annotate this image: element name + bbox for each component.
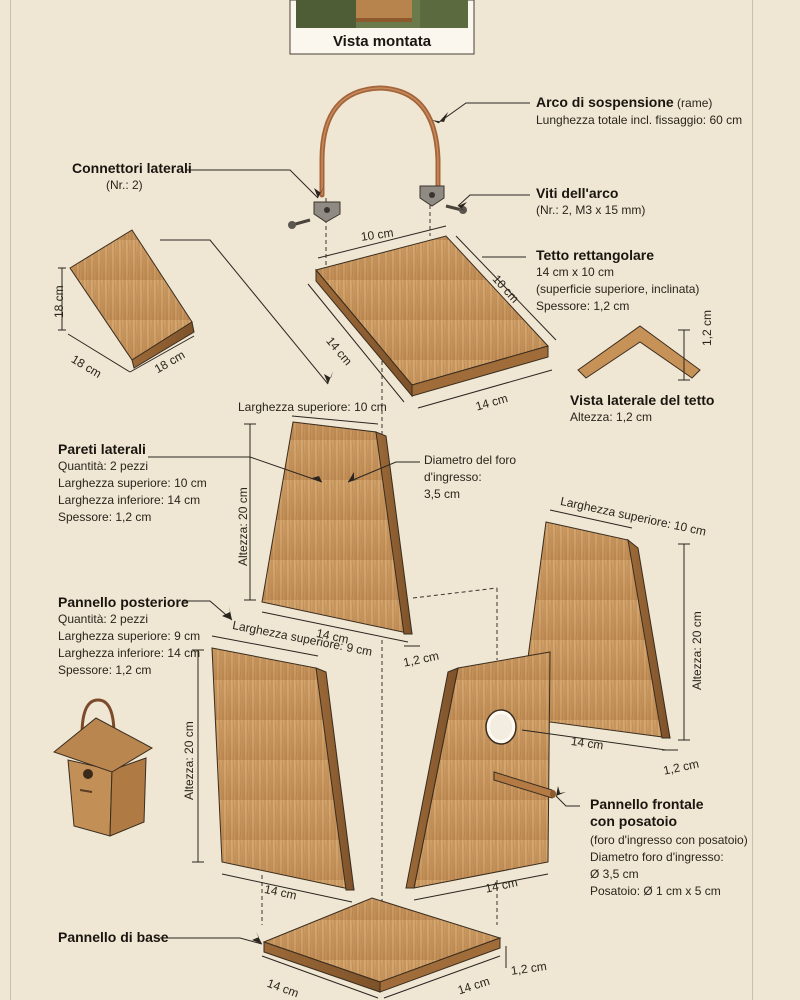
side-wall-left (261, 421, 413, 635)
arch-screw-right (445, 204, 467, 214)
side-walls-top: Larghezza superiore: 10 cm (58, 476, 207, 490)
hole-line1: Diametro del foro (424, 453, 517, 467)
side-walls-qty: Quantità: 2 pezzi (58, 459, 149, 473)
roof-surface: (superficie superiore, inclinata) (536, 282, 700, 296)
front-panel-title-2: con posatoio (590, 813, 678, 829)
side-wall-right (519, 521, 671, 739)
dim-right-wall-height: Altezza: 20 cm (690, 611, 704, 690)
dim-back-panel-height: Altezza: 20 cm (182, 721, 196, 800)
page-edge-left (10, 0, 11, 1000)
back-panel-qty: Quantità: 2 pezzi (58, 612, 149, 626)
side-walls-bottom: Larghezza inferiore: 14 cm (58, 493, 201, 507)
front-panel-perch: Posatoio: Ø 1 cm x 5 cm (590, 884, 721, 898)
base-panel (262, 897, 502, 993)
front-panel-note: (foro d'ingresso con posatoio) (590, 833, 748, 847)
dim-triangle-height: 18 cm (52, 285, 66, 318)
back-panel-callout: Pannello posteriore Quantità: 2 pezzi La… (58, 594, 200, 679)
assembled-view-caption: Vista montata (332, 33, 432, 50)
roof-side-height: Altezza: 1,2 cm (570, 410, 653, 424)
front-panel-callout: Pannello frontale con posatoio (foro d'i… (590, 796, 748, 900)
leader-lines (148, 102, 580, 945)
dim-side-wall-top: Larghezza superiore: 10 cm (238, 400, 387, 414)
dim-roof-side-height: 1,2 cm (700, 309, 714, 346)
birdhouse-thumbnail (52, 698, 154, 837)
side-walls-callout: Pareti laterali Quantità: 2 pezzi Larghe… (58, 441, 207, 526)
front-panel-hole-size: Ø 3,5 cm (590, 867, 639, 881)
roof-size: 14 cm x 10 cm (536, 265, 615, 279)
side-connector-triangle (69, 229, 195, 369)
side-connector-right (419, 185, 445, 207)
hole-line2: d'ingresso: (424, 470, 482, 484)
leader-arrowheads (222, 112, 566, 944)
roof-callout: Tetto rettangolare 14 cm x 10 cm (superf… (536, 247, 699, 315)
rectangular-roof (315, 235, 549, 398)
connectors-callout: Connettori laterali (Nr.: 2) (72, 160, 192, 194)
arch-length: Lunghezza totale incl. fissaggio: 60 cm (536, 113, 743, 127)
hole-line3: 3,5 cm (424, 487, 461, 501)
back-panel-bottom: Larghezza inferiore: 14 cm (58, 646, 201, 660)
dim-side-wall-height: Altezza: 20 cm (236, 487, 250, 566)
page-edge-right (752, 0, 753, 1000)
screws-title: Viti dell'arco (536, 185, 619, 201)
arch-callout: Arco di sospensione (rame) Lunghezza tot… (536, 94, 751, 129)
connectors-count: (Nr.: 2) (106, 178, 143, 192)
screws-spec: (Nr.: 2, M3 x 15 mm) (536, 203, 646, 217)
back-panel-top: Larghezza superiore: 9 cm (58, 629, 201, 643)
roof-side-title: Vista laterale del tetto (570, 392, 715, 408)
screws-callout: Viti dell'arco (Nr.: 2, M3 x 15 mm) (536, 185, 645, 219)
roof-side-view (577, 325, 701, 379)
arch-screw-left (288, 218, 311, 229)
hole-callout: Diametro del foro d'ingresso: 3,5 cm (424, 452, 516, 503)
front-panel-title-1: Pannello frontale (590, 796, 704, 812)
dimension-lines (58, 225, 690, 999)
perch-dowel (493, 771, 553, 799)
back-panel-thickness: Spessore: 1,2 cm (58, 663, 152, 677)
side-walls-thickness: Spessore: 1,2 cm (58, 510, 152, 524)
side-connector-left (313, 201, 341, 223)
side-walls-title: Pareti laterali (58, 441, 146, 457)
arch-title: Arco di sospensione (536, 94, 674, 110)
connectors-title: Connettori laterali (72, 160, 192, 176)
back-panel (211, 647, 355, 891)
roof-side-callout: Vista laterale del tetto Altezza: 1,2 cm (570, 392, 714, 426)
front-panel-hole-label: Diametro foro d'ingresso: (590, 850, 724, 864)
roof-title: Tetto rettangolare (536, 247, 654, 263)
front-panel (405, 651, 556, 889)
assembled-view-photo (289, 0, 475, 55)
roof-thickness: Spessore: 1,2 cm (536, 299, 630, 313)
base-callout-title: Pannello di base (58, 929, 169, 945)
arch-material: (rame) (673, 96, 713, 110)
back-panel-title: Pannello posteriore (58, 594, 189, 610)
